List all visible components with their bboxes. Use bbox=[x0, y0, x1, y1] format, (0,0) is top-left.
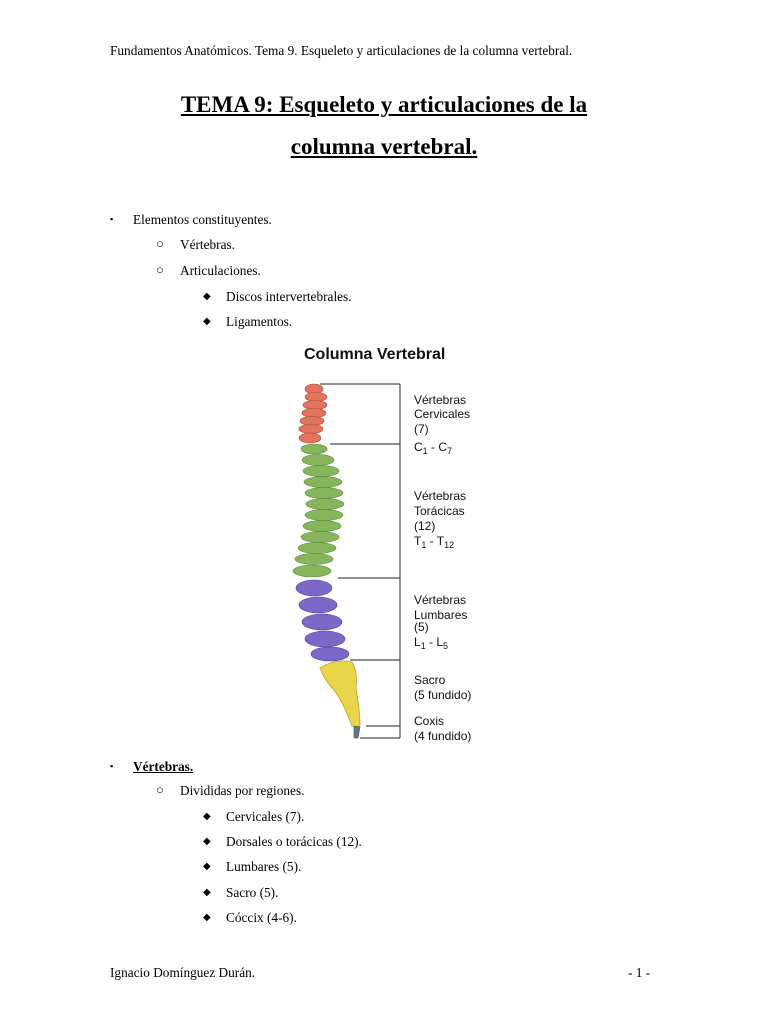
label-toracic-line1: Vértebras bbox=[414, 489, 466, 503]
list-item: Elementos constituyentes. bbox=[133, 212, 272, 227]
label-cervical-range: C1 - C7 bbox=[414, 440, 452, 456]
lumbar-vertebrae bbox=[295, 579, 350, 662]
label-cervical-line1: Vértebras bbox=[414, 393, 466, 407]
region-labels: Vértebras Cervicales (7) C1 - C7 Vértebr… bbox=[414, 393, 471, 743]
square-bullet-icon: ▪ bbox=[110, 214, 114, 224]
title-line-2: columna vertebral. bbox=[290, 134, 478, 159]
footer-page-number: - 1 - bbox=[628, 965, 651, 980]
list-item: Cóccix (4-6). bbox=[226, 910, 297, 925]
diamond-bullet-icon: ◆ bbox=[203, 316, 211, 327]
list-item: Lumbares (5). bbox=[226, 859, 302, 874]
coccyx-shape bbox=[353, 725, 361, 739]
list-item: Sacro (5). bbox=[226, 885, 279, 900]
list-item: Divididas por regiones. bbox=[180, 783, 305, 798]
square-bullet-icon: ▪ bbox=[110, 761, 114, 771]
label-coxis-line2: (4 fundido) bbox=[414, 729, 471, 743]
circle-bullet-icon: ○ bbox=[156, 236, 164, 251]
list-item: Discos intervertebrales. bbox=[226, 289, 352, 304]
label-lumbar-range: L1 - L5 bbox=[414, 635, 448, 651]
region-brackets bbox=[320, 383, 401, 739]
diamond-bullet-icon: ◆ bbox=[203, 912, 211, 923]
page-header: Fundamentos Anatómicos. Tema 9. Esquelet… bbox=[110, 43, 573, 58]
label-lumbar-line2: Lumbares bbox=[414, 608, 467, 622]
page-title: TEMA 9: Esqueleto y articulaciones de la… bbox=[110, 84, 658, 168]
diamond-bullet-icon: ◆ bbox=[203, 291, 211, 302]
label-cervical-line3: (7) bbox=[414, 422, 429, 436]
list-item-heading: Vértebras. bbox=[133, 759, 194, 774]
list-item: Articulaciones. bbox=[180, 263, 261, 278]
label-lumbar-line3: (5) bbox=[414, 620, 429, 634]
figure-title: Columna Vertebral bbox=[304, 346, 445, 363]
circle-bullet-icon: ○ bbox=[156, 262, 164, 277]
title-line-1: TEMA 9: Esqueleto y articulaciones de la bbox=[180, 92, 588, 117]
label-cervical-line2: Cervicales bbox=[414, 407, 470, 421]
label-lumbar-line1: Vértebras bbox=[414, 593, 466, 607]
spine-figure: Columna Vertebral bbox=[292, 346, 471, 743]
list-item: Vértebras. bbox=[180, 237, 236, 252]
list-item: Ligamentos. bbox=[226, 314, 293, 329]
thoracic-vertebrae bbox=[292, 443, 345, 578]
circle-bullet-icon: ○ bbox=[156, 782, 164, 797]
label-toracic-line3: (12) bbox=[414, 519, 435, 533]
cervical-vertebrae bbox=[298, 383, 328, 444]
diamond-bullet-icon: ◆ bbox=[203, 861, 211, 872]
label-toracic-line2: Torácicas bbox=[414, 504, 465, 518]
label-toracic-range: T1 - T12 bbox=[414, 534, 454, 550]
list-item: Dorsales o torácicas (12). bbox=[226, 834, 362, 849]
label-sacro-line1: Sacro bbox=[414, 673, 446, 687]
footer-author: Ignacio Domínguez Durán. bbox=[110, 965, 256, 980]
diamond-bullet-icon: ◆ bbox=[203, 887, 211, 898]
label-coxis-line1: Coxis bbox=[414, 714, 444, 728]
diamond-bullet-icon: ◆ bbox=[203, 836, 211, 847]
list-item: Cervicales (7). bbox=[226, 809, 305, 824]
diamond-bullet-icon: ◆ bbox=[203, 811, 211, 822]
sacrum-shape bbox=[319, 660, 361, 728]
label-sacro-line2: (5 fundido) bbox=[414, 688, 471, 702]
